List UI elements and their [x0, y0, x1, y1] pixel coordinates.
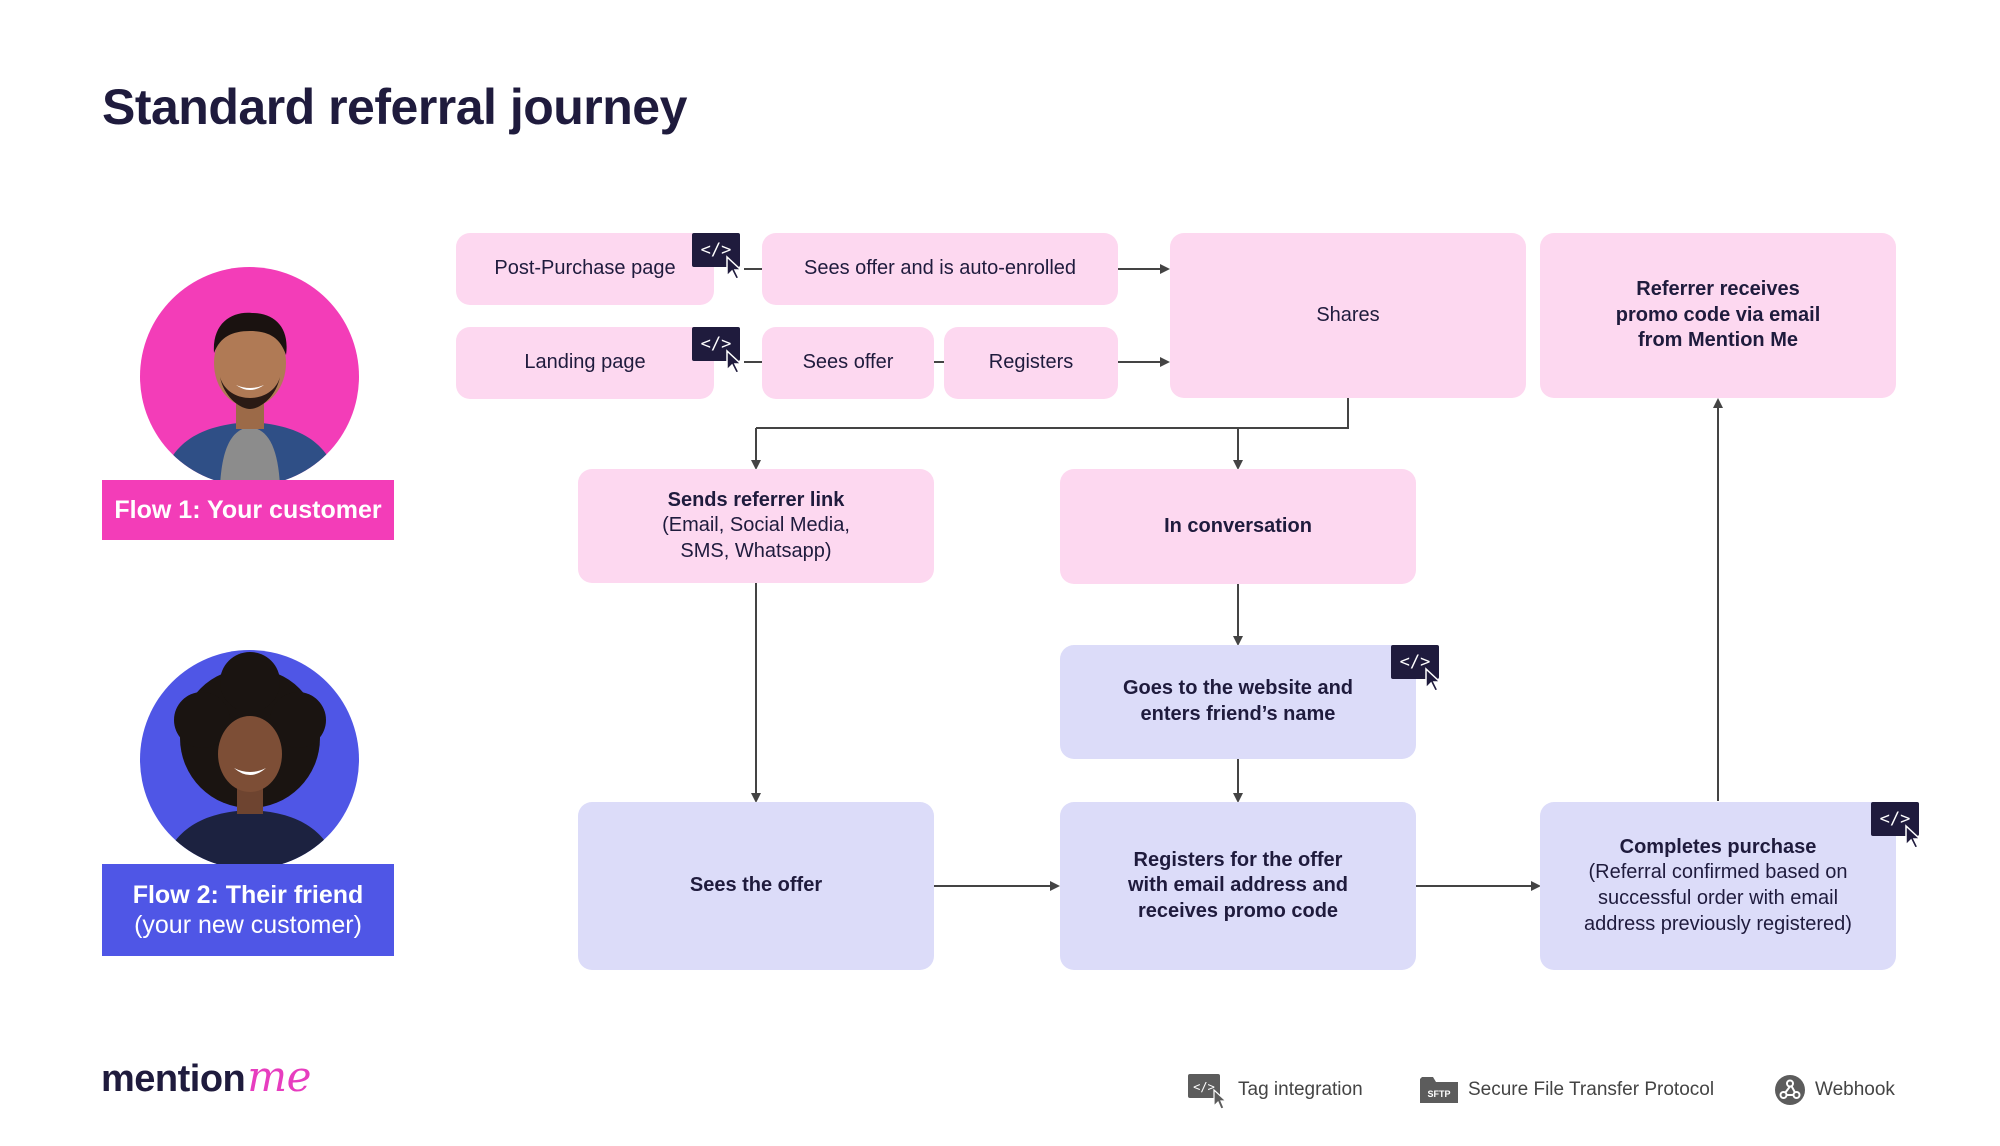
node-completes-purchase-line3: address previously registered) [1584, 912, 1852, 935]
tag-badge-completes: </> [1871, 802, 1922, 849]
mention-me-logo: mentionme [101, 1052, 311, 1101]
node-registers-for-offer: Registers for the offer with email addre… [1060, 802, 1416, 970]
node-registers-label: Registers [988, 351, 1074, 374]
node-referrer-receives-line1: Referrer receives [1636, 278, 1800, 301]
node-registers-for-offer-line2: with email address and [1127, 874, 1349, 897]
sftp-badge-text: SFTP [1427, 1089, 1450, 1099]
node-shares: Shares [1170, 233, 1526, 398]
friend-avatar [140, 650, 359, 869]
legend-tag-integration: </> Tag integration [1188, 1070, 1363, 1110]
node-completes-purchase: Completes purchase (Referral confirmed b… [1540, 802, 1896, 970]
legend-tag-integration-label: Tag integration [1238, 1079, 1363, 1100]
legend-sftp-label: Secure File Transfer Protocol [1468, 1079, 1715, 1100]
node-referrer-receives-line3: from Mention Me [1638, 329, 1798, 352]
node-registers: Registers [944, 327, 1118, 399]
tag-badge-text: </> [701, 240, 732, 260]
node-completes-purchase-title: Completes purchase [1619, 835, 1817, 858]
node-post-purchase-page: Post-Purchase page [456, 233, 714, 305]
flow2-label: Flow 2: Their friend (your new customer) [102, 864, 394, 956]
customer-avatar [140, 267, 359, 486]
tag-badge-text: </> [701, 334, 732, 354]
cursor-icon [1905, 824, 1922, 849]
node-completes-purchase-line1: (Referral confirmed based on [1588, 861, 1848, 884]
logo-accent: me [247, 1052, 311, 1101]
node-sends-referrer-link: Sends referrer link (Email, Social Media… [578, 469, 934, 583]
legend-webhook-label: Webhook [1815, 1079, 1895, 1100]
tag-badge-text: </> [1880, 809, 1911, 829]
node-sends-referrer-link-title: Sends referrer link [667, 488, 845, 511]
cursor-icon [1425, 667, 1442, 692]
node-referrer-receives-line2: promo code via email [1615, 303, 1821, 326]
tag-badge-landing: </> [692, 327, 743, 374]
legend-webhook: Webhook [1775, 1070, 1895, 1110]
node-landing-page: Landing page [456, 327, 714, 399]
page-title: Standard referral journey [102, 79, 687, 135]
legend-tag-badge-text: </> [1193, 1080, 1215, 1094]
legend-sftp: SFTP Secure File Transfer Protocol [1420, 1070, 1714, 1110]
node-completes-purchase-line2: successful order with email [1597, 887, 1839, 909]
tag-badge-post-purchase: </> [692, 233, 743, 280]
node-goes-to-website: Goes to the website and enters friend’s … [1060, 645, 1416, 759]
logo-main: mention [101, 1058, 246, 1100]
node-in-conversation: In conversation [1060, 469, 1416, 584]
node-sees-offer-label: Sees offer [802, 351, 894, 374]
connector-shares-split [756, 398, 1349, 429]
node-landing-page-label: Landing page [524, 351, 646, 374]
code-cursor-icon: </> [1188, 1074, 1228, 1110]
node-referrer-receives: Referrer receives promo code via email f… [1540, 233, 1896, 398]
node-sees-offer: Sees offer [762, 327, 934, 399]
flow1-label: Flow 1: Your customer [102, 480, 394, 540]
tag-badge-text: </> [1400, 652, 1431, 672]
webhook-icon [1775, 1075, 1805, 1105]
tag-badge-website: </> [1391, 645, 1442, 692]
node-sends-referrer-link-line2: SMS, Whatsapp) [680, 539, 832, 562]
node-sends-referrer-link-line1: (Email, Social Media, [662, 514, 850, 537]
node-registers-for-offer-line1: Registers for the offer [1133, 848, 1343, 871]
flow2-label-text: Flow 2: Their friend [132, 880, 364, 909]
cursor-icon [726, 349, 743, 374]
sftp-folder-icon: SFTP [1420, 1077, 1458, 1103]
node-sees-offer-auto-enrolled-label: Sees offer and is auto-enrolled [803, 257, 1077, 280]
flow2-sublabel: (your new customer) [134, 911, 362, 939]
node-goes-to-website-line1: Goes to the website and [1122, 677, 1354, 700]
cursor-icon [726, 255, 743, 280]
node-in-conversation-label: In conversation [1164, 514, 1312, 537]
node-sees-the-offer-label: Sees the offer [689, 874, 823, 897]
node-registers-for-offer-line3: receives promo code [1137, 899, 1339, 922]
node-goes-to-website-line2: enters friend’s name [1140, 703, 1336, 725]
node-shares-label: Shares [1316, 303, 1380, 326]
node-sees-offer-auto-enrolled: Sees offer and is auto-enrolled [762, 233, 1118, 305]
node-sees-the-offer: Sees the offer [578, 802, 934, 970]
flow1-label-text: Flow 1: Your customer [114, 495, 382, 524]
node-post-purchase-page-label: Post-Purchase page [494, 257, 676, 280]
